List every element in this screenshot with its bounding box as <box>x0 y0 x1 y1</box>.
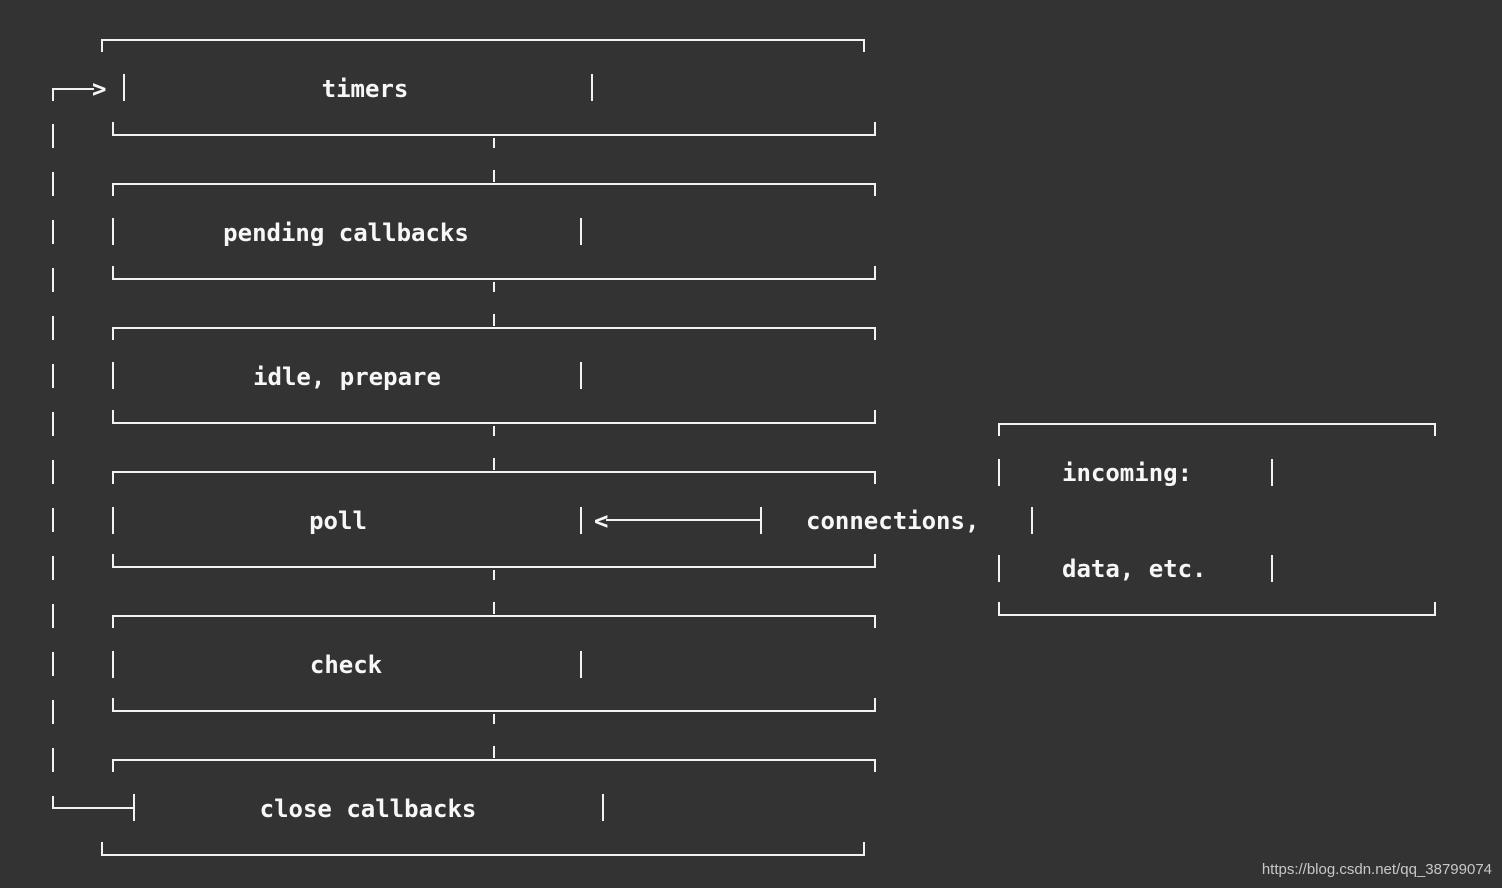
loop-top-corner <box>52 88 94 101</box>
box-bottom-border <box>112 266 876 280</box>
box-bottom-border <box>101 842 865 856</box>
box-top-border <box>112 615 876 628</box>
phase-box-check: check <box>112 615 876 712</box>
incoming-box: incoming: connections, data, etc. <box>806 423 1436 616</box>
incoming-label-line2: connections, <box>806 507 979 535</box>
phase-label-poll: poll <box>309 507 367 535</box>
phase-label-check: check <box>310 651 383 679</box>
box-top-border <box>112 183 876 196</box>
incoming-top-border <box>998 423 1436 436</box>
box-bottom-border <box>112 554 876 568</box>
phase-label-pending-callbacks: pending callbacks <box>223 219 469 247</box>
incoming-label-line3: data, etc. <box>1062 555 1207 583</box>
box-top-border <box>101 39 865 52</box>
box-bottom-border <box>112 698 876 712</box>
poll-input-arrow: < <box>594 507 762 535</box>
phase-box-timers: timers <box>101 39 876 136</box>
poll-arrowhead: < <box>594 507 608 535</box>
box-bottom-border <box>112 122 876 136</box>
loop-arrowhead: > <box>92 75 106 103</box>
watermark-url: https://blog.csdn.net/qq_38799074 <box>1261 861 1492 878</box>
phase-label-close-callbacks: close callbacks <box>260 795 477 823</box>
box-top-border <box>112 759 876 772</box>
loop-bottom-corner <box>52 796 134 809</box>
phase-label-idle-prepare: idle, prepare <box>253 363 441 391</box>
loop-back-arrow: > <box>52 75 134 809</box>
box-top-border <box>112 327 876 340</box>
phase-box-close-callbacks: close callbacks <box>101 759 876 856</box>
incoming-bottom-border <box>998 602 1436 616</box>
box-top-border <box>112 471 876 484</box>
incoming-label-line1: incoming: <box>1062 459 1192 487</box>
phase-box-pending-callbacks: pending callbacks <box>112 183 876 280</box>
box-bottom-border <box>112 410 876 424</box>
phase-box-idle-prepare: idle, prepare <box>112 327 876 424</box>
phase-label-timers: timers <box>322 75 409 103</box>
phase-box-poll: poll <box>112 471 876 568</box>
